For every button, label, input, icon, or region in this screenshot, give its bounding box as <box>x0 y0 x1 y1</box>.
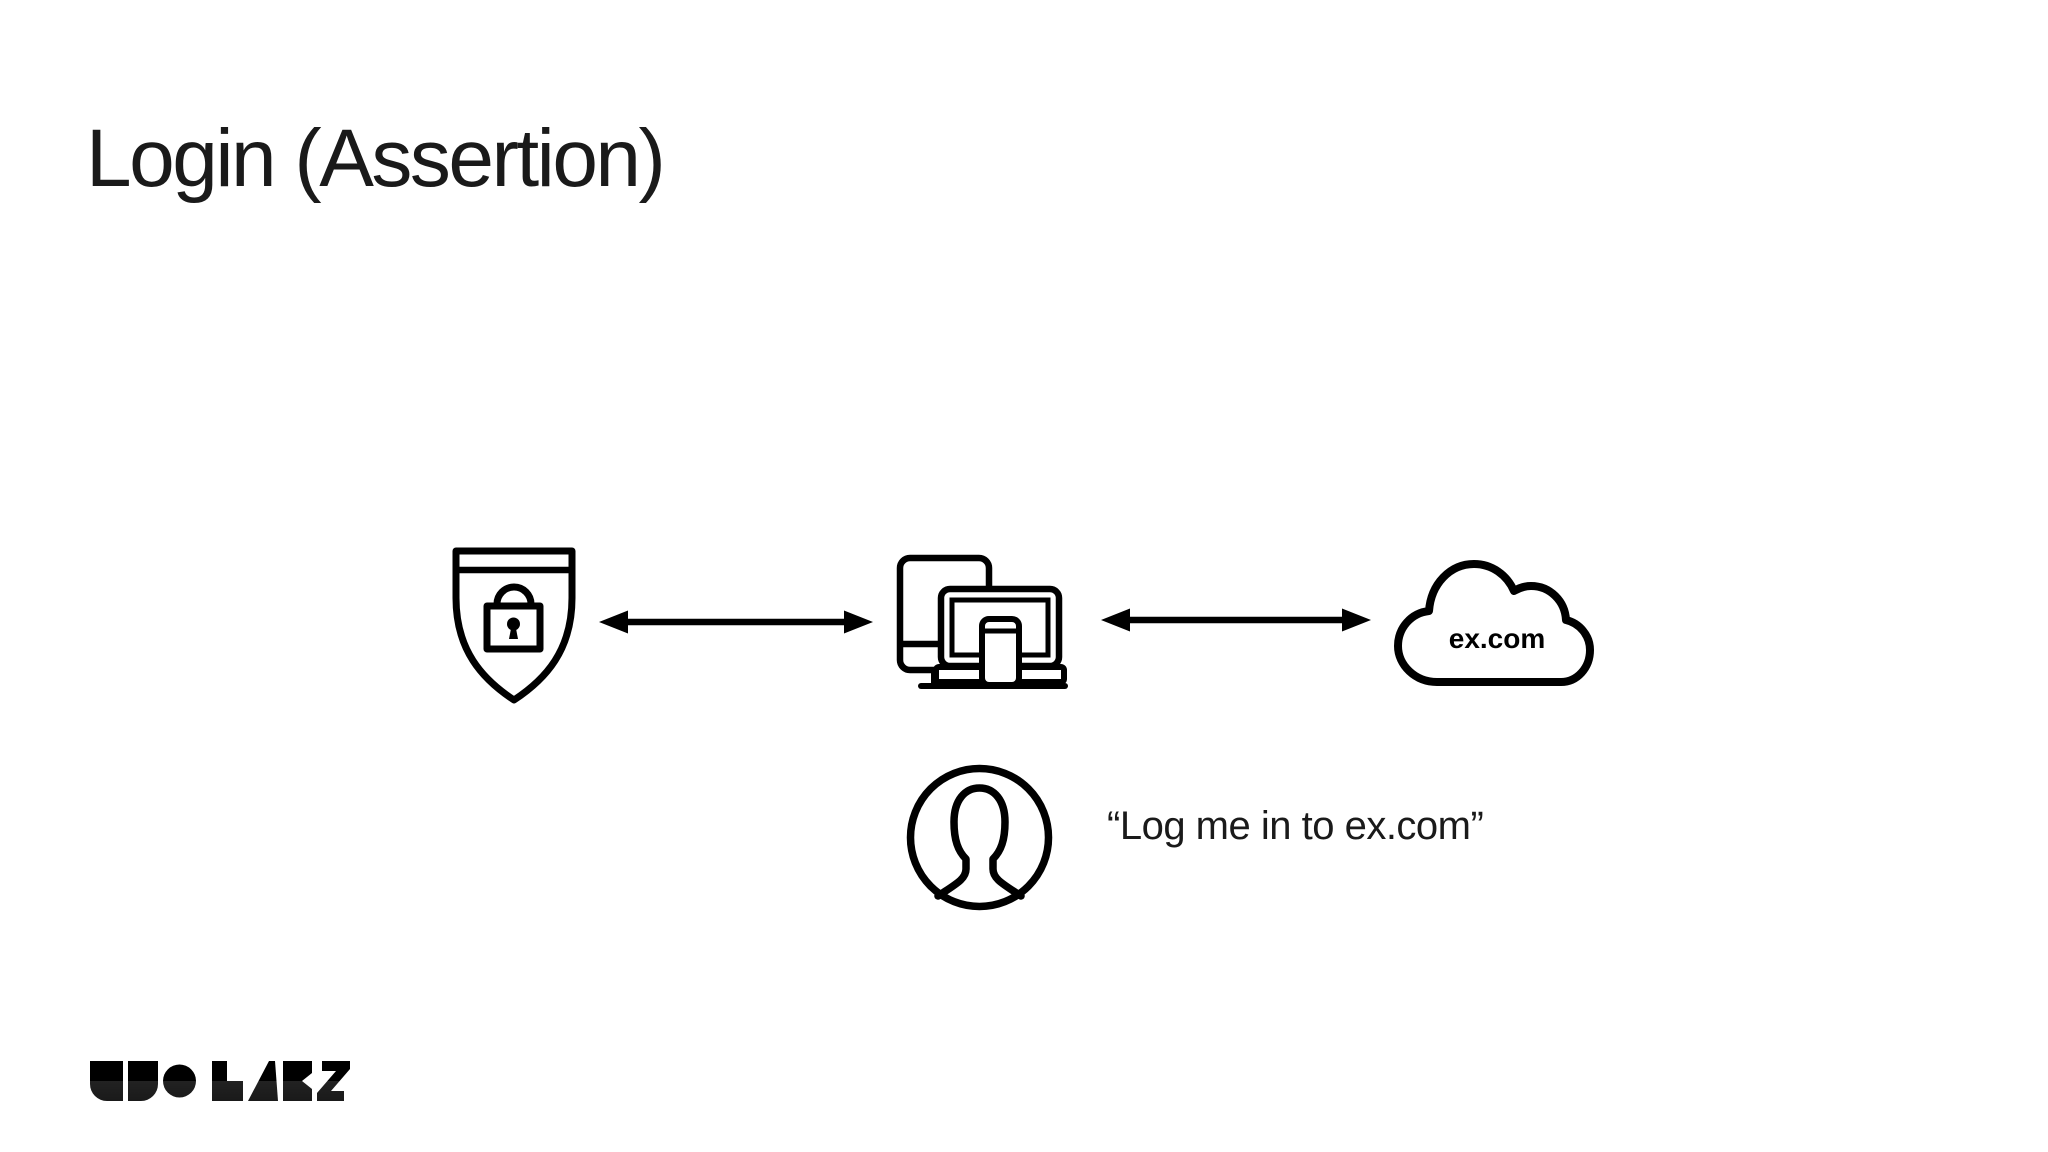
logo-letter-l <box>212 1061 243 1101</box>
cloud-label: ex.com <box>1449 623 1546 654</box>
duo-labs-logo <box>90 1061 350 1101</box>
logo-letter-b <box>283 1061 312 1101</box>
person-icon <box>906 764 1053 911</box>
devices-icon <box>896 554 1068 689</box>
logo-letter-u <box>128 1061 158 1101</box>
logo-letter-a <box>248 1061 278 1101</box>
slide-title: Login (Assertion) <box>86 113 666 204</box>
shield-lock-icon <box>452 547 576 704</box>
logo-letter-o <box>163 1064 196 1098</box>
logo-letter-d <box>90 1061 123 1101</box>
bidirectional-arrow-left <box>599 610 873 634</box>
user-quote: “Log me in to ex.com” <box>1107 804 1484 848</box>
cloud-icon: ex.com <box>1394 560 1594 686</box>
logo-letter-s <box>317 1061 350 1101</box>
bidirectional-arrow-right <box>1101 608 1371 632</box>
